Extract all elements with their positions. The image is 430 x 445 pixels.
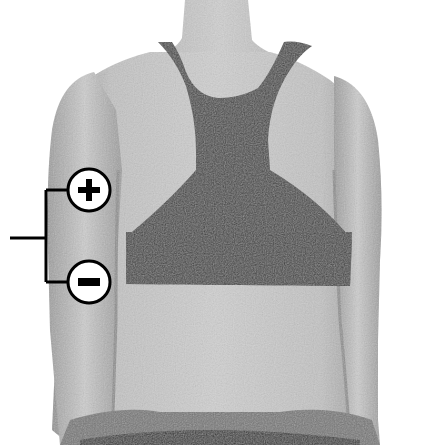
body-figure bbox=[48, 0, 382, 445]
top-band bbox=[126, 232, 352, 286]
left-arm bbox=[48, 72, 123, 445]
minus-electrode-icon bbox=[68, 261, 110, 303]
plus-electrode-icon bbox=[68, 169, 110, 211]
